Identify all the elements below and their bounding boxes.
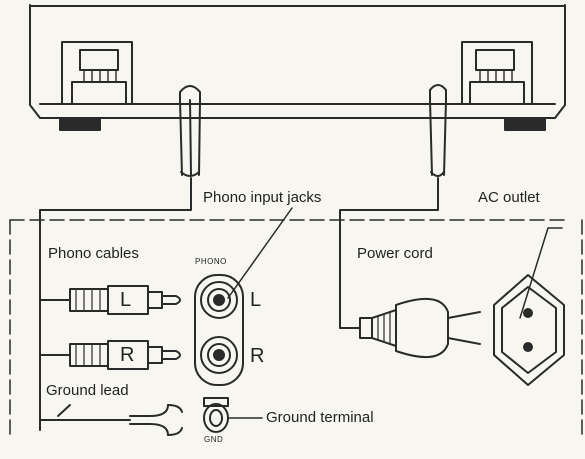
label-ground-terminal: Ground terminal bbox=[266, 409, 374, 426]
label-jack-left: L bbox=[250, 289, 262, 311]
label-phono-cables: Phono cables bbox=[48, 245, 139, 262]
ground-terminal bbox=[203, 397, 263, 433]
phono-plug-left bbox=[39, 285, 181, 315]
phono-cable-bundle bbox=[39, 85, 201, 431]
label-ac-outlet: AC outlet bbox=[478, 189, 540, 206]
left-hinge bbox=[59, 41, 133, 131]
label-jack-right: R bbox=[250, 345, 265, 367]
label-phono-input-jacks: Phono input jacks bbox=[203, 189, 322, 206]
label-power-cord: Power cord bbox=[357, 245, 433, 262]
label-plug-right: R bbox=[120, 344, 135, 366]
label-gnd: GND bbox=[204, 435, 224, 444]
phono-jacks-leader bbox=[227, 207, 293, 299]
power-cord-line bbox=[339, 84, 447, 329]
ground-lead bbox=[39, 404, 183, 436]
label-phono: PHONO bbox=[195, 257, 227, 266]
phono-plug-right bbox=[39, 340, 181, 370]
panel-outline bbox=[9, 219, 583, 441]
label-ground-lead: Ground lead bbox=[46, 382, 129, 399]
right-hinge bbox=[461, 41, 546, 131]
turntable-body bbox=[29, 4, 566, 119]
label-plug-left: L bbox=[120, 289, 132, 311]
ac-outlet bbox=[493, 227, 565, 386]
phono-jack-panel bbox=[194, 274, 244, 386]
power-plug bbox=[359, 297, 481, 359]
